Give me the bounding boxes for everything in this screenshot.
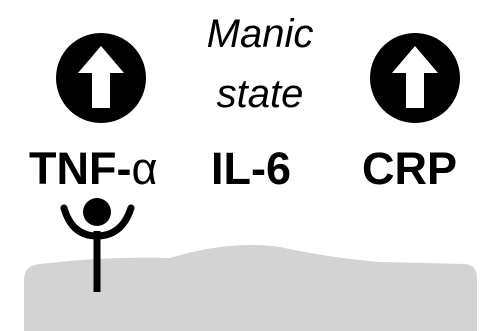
marker-tnf-prefix: TNF- [29, 143, 132, 194]
cell-membrane [24, 245, 477, 331]
arrow-up-circle-icon [56, 33, 146, 123]
marker-tnf-alpha: TNF-α [29, 144, 157, 194]
marker-il6: IL-6 [211, 143, 292, 194]
marker-crp: CRP [362, 143, 458, 194]
state-label-line-1: Manic [206, 12, 314, 56]
state-label-line-2: state [216, 72, 304, 116]
receptor-icon [60, 198, 135, 292]
ligand-dot [83, 198, 111, 226]
marker-tnf-greek: α [131, 143, 158, 194]
arrow-up-circle-icon [370, 33, 460, 123]
